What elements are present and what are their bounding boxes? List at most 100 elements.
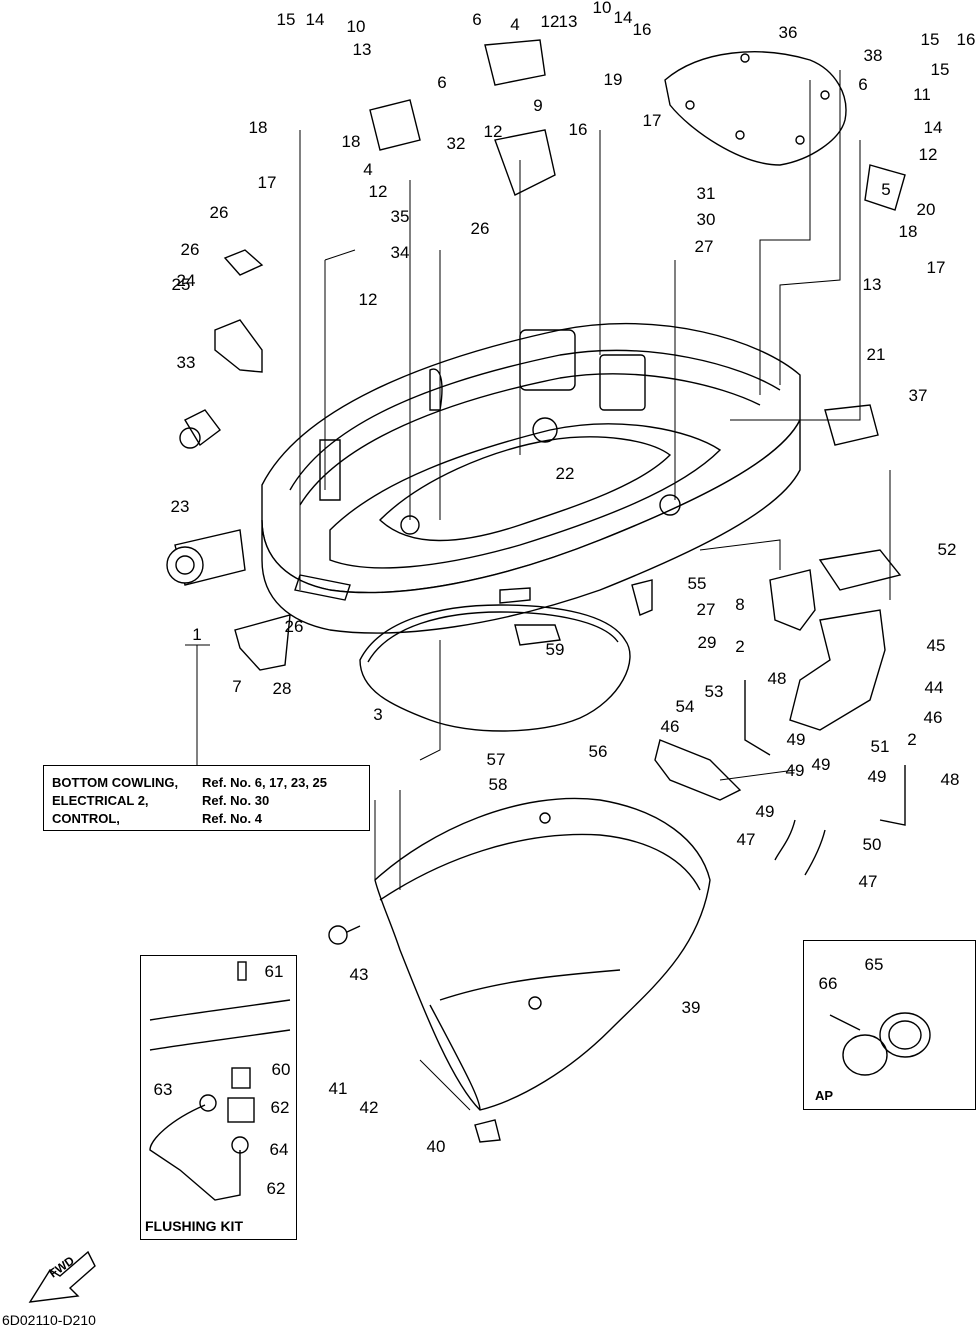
seal-strip — [359, 604, 631, 732]
callout-26: 26 — [471, 219, 490, 238]
callout-34: 34 — [391, 243, 410, 262]
callout-14: 14 — [306, 10, 325, 29]
callout-13: 13 — [353, 40, 372, 59]
callout-9: 9 — [533, 96, 542, 115]
callout-12: 12 — [919, 145, 938, 164]
flushing-kit-parts — [149, 961, 291, 1201]
callout-54: 54 — [676, 697, 695, 716]
callout-8: 8 — [735, 595, 744, 614]
callout-22: 22 — [556, 464, 575, 483]
callout-51: 51 — [871, 737, 890, 756]
callout-12: 12 — [369, 182, 388, 201]
callout-12: 12 — [359, 290, 378, 309]
callout-17: 17 — [927, 258, 946, 277]
callout-16: 16 — [957, 30, 976, 49]
callout-38: 38 — [864, 46, 883, 65]
callout-16: 16 — [569, 120, 588, 139]
callout-59: 59 — [546, 640, 565, 659]
leader-lines — [185, 70, 891, 1111]
callout-58: 58 — [489, 775, 508, 794]
callout-37: 37 — [909, 386, 928, 405]
callout-57: 57 — [487, 750, 506, 769]
callout-30: 30 — [697, 210, 716, 229]
callout-12: 12 — [484, 122, 503, 141]
callout-12: 12 — [541, 12, 560, 31]
callout-3: 3 — [373, 705, 382, 724]
callout-16: 16 — [633, 20, 652, 39]
callout-6: 6 — [472, 10, 481, 29]
callout-49: 49 — [868, 767, 887, 786]
callout-60: 60 — [272, 1060, 291, 1079]
callout-48: 48 — [768, 669, 787, 688]
callout-17: 17 — [258, 173, 277, 192]
callout-62: 62 — [271, 1098, 290, 1117]
flushing-kit-title: FLUSHING KIT — [145, 1218, 243, 1234]
callout-2: 2 — [735, 637, 744, 656]
callout-29: 29 — [698, 633, 717, 652]
callout-32: 32 — [447, 134, 466, 153]
callout-15: 15 — [931, 60, 950, 79]
callout-4: 4 — [510, 15, 519, 34]
reference-row-control: CONTROL, Ref. No. 4 — [52, 811, 262, 826]
callout-2: 2 — [907, 730, 916, 749]
callout-31: 31 — [697, 184, 716, 203]
callout-23: 23 — [171, 497, 190, 516]
reference-row-bottom-cowling: BOTTOM COWLING, Ref. No. 6, 17, 23, 25 — [52, 775, 328, 790]
callout-49: 49 — [786, 761, 805, 780]
callout-18: 18 — [249, 118, 268, 137]
small-parts — [166, 39, 906, 1143]
callout-6: 6 — [437, 73, 446, 92]
callout-18: 18 — [342, 132, 361, 151]
callout-46: 46 — [661, 717, 680, 736]
ap-inset — [803, 940, 976, 1110]
callout-52: 52 — [938, 540, 957, 559]
callout-62: 62 — [267, 1179, 286, 1198]
callout-18: 18 — [899, 222, 918, 241]
callout-1: 1 — [192, 625, 201, 644]
callout-49: 49 — [812, 755, 831, 774]
reference-row-electrical: ELECTRICAL 2, Ref. No. 30 — [52, 793, 270, 808]
callout-55: 55 — [688, 574, 707, 593]
callout-35: 35 — [391, 207, 410, 226]
callout-26: 26 — [210, 203, 229, 222]
document-id: 6D02110-D210 — [2, 1312, 96, 1328]
callout-10: 10 — [593, 0, 612, 17]
callout-66: 66 — [819, 974, 838, 993]
callout-40: 40 — [427, 1137, 446, 1156]
callout-26: 26 — [285, 617, 304, 636]
callout-26: 26 — [181, 240, 200, 259]
callout-42: 42 — [360, 1098, 379, 1117]
callout-65: 65 — [865, 955, 884, 974]
callout-47: 47 — [859, 872, 878, 891]
callout-50: 50 — [863, 835, 882, 854]
callout-48: 48 — [941, 770, 960, 789]
callout-17: 17 — [643, 111, 662, 130]
callout-19: 19 — [604, 70, 623, 89]
callout-15: 15 — [277, 10, 296, 29]
callout-56: 56 — [589, 742, 608, 761]
bottom-cowling-body — [261, 322, 801, 634]
callout-49: 49 — [756, 802, 775, 821]
forward-arrow-icon — [28, 1250, 96, 1303]
callout-33: 33 — [177, 353, 196, 372]
callout-7: 7 — [232, 677, 241, 696]
callout-13: 13 — [559, 12, 578, 31]
callout-13: 13 — [863, 275, 882, 294]
callout-44: 44 — [925, 678, 944, 697]
callout-6: 6 — [858, 75, 867, 94]
reference-note-box: BOTTOM COWLING, Ref. No. 6, 17, 23, 25 E… — [43, 765, 370, 831]
callout-41: 41 — [329, 1079, 348, 1098]
callout-14: 14 — [614, 8, 633, 27]
callout-10: 10 — [347, 17, 366, 36]
callout-43: 43 — [350, 965, 369, 984]
callout-61: 61 — [265, 962, 284, 981]
callout-4: 4 — [363, 160, 372, 179]
callout-25: 25 — [172, 275, 191, 294]
callout-28: 28 — [273, 679, 292, 698]
callout-45: 45 — [927, 636, 946, 655]
callout-21: 21 — [867, 345, 886, 364]
callout-47: 47 — [737, 830, 756, 849]
callout-15: 15 — [921, 30, 940, 49]
callout-5: 5 — [881, 180, 890, 199]
